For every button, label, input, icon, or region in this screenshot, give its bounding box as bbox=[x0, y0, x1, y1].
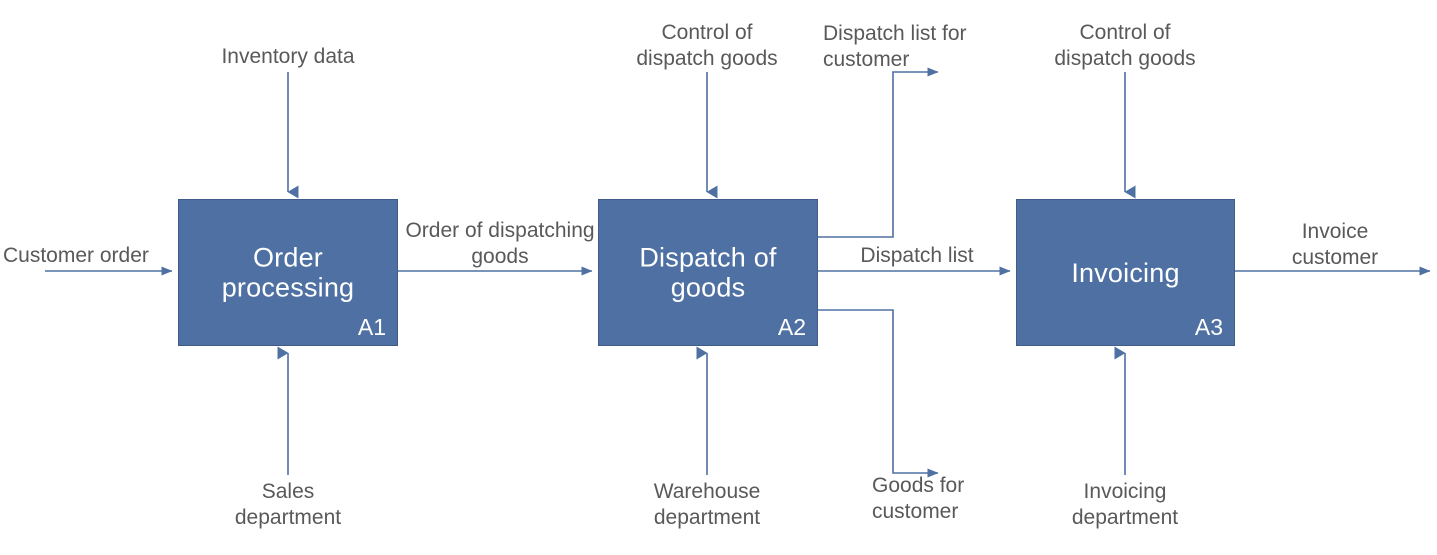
process-box-a1[interactable]: Order processing A1 bbox=[178, 199, 398, 346]
label-warehouse-department: Warehouse department bbox=[653, 480, 761, 530]
process-title-a2: Dispatch of goods bbox=[639, 242, 777, 303]
process-code-a1: A1 bbox=[357, 314, 386, 340]
label-customer-order: Customer order bbox=[3, 244, 149, 267]
label-control-of-dispatch-goods-a2: Control of dispatch goods bbox=[636, 21, 778, 71]
process-title-a3: Invoicing bbox=[1071, 257, 1180, 288]
process-title-a1: Order processing bbox=[221, 242, 355, 303]
label-order-of-dispatching-goods: Order of dispatching goods bbox=[405, 219, 595, 269]
label-goods-for-customer: Goods for customer bbox=[872, 474, 965, 524]
label-control-of-dispatch-goods-a3: Control of dispatch goods bbox=[1054, 21, 1196, 71]
label-invoicing-department: Invoicing department bbox=[1071, 480, 1179, 530]
label-sales-department: Sales department bbox=[234, 480, 342, 530]
label-dispatch-list-for-customer: Dispatch list for customer bbox=[823, 22, 967, 72]
flow-goods-for-customer-line bbox=[818, 309, 939, 478]
process-box-a2[interactable]: Dispatch of goods A2 bbox=[598, 199, 818, 346]
label-dispatch-list: Dispatch list bbox=[860, 244, 974, 267]
process-code-a2: A2 bbox=[777, 314, 806, 340]
label-invoice-customer: Invoice customer bbox=[1291, 220, 1379, 270]
process-box-a3[interactable]: Invoicing A3 bbox=[1016, 199, 1235, 346]
flow-dispatch-list-for-customer-line bbox=[818, 67, 939, 238]
label-inventory-data: Inventory data bbox=[221, 45, 355, 68]
process-code-a3: A3 bbox=[1194, 314, 1223, 340]
